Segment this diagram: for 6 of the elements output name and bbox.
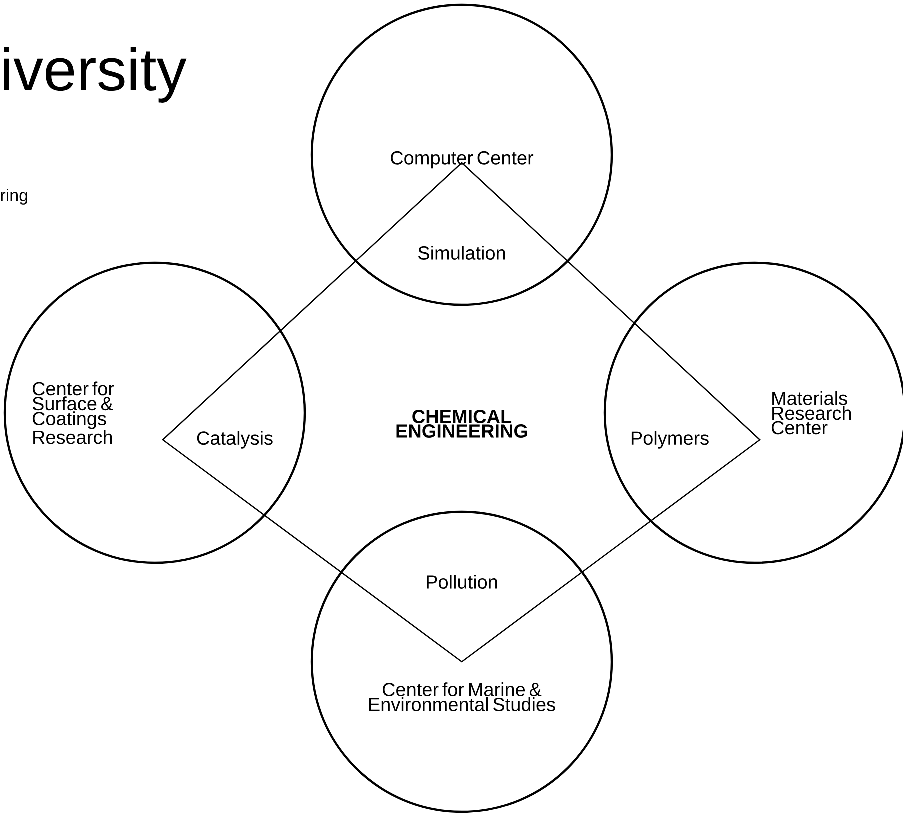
- area-label: Polymers: [632, 431, 709, 449]
- title-text: iversity: [4, 47, 187, 103]
- area-label: Simulation: [418, 246, 506, 260]
- subtitle-text: ring: [1, 189, 28, 205]
- area-label: Pollution: [427, 575, 498, 589]
- area-label: Catalysis: [197, 431, 273, 449]
